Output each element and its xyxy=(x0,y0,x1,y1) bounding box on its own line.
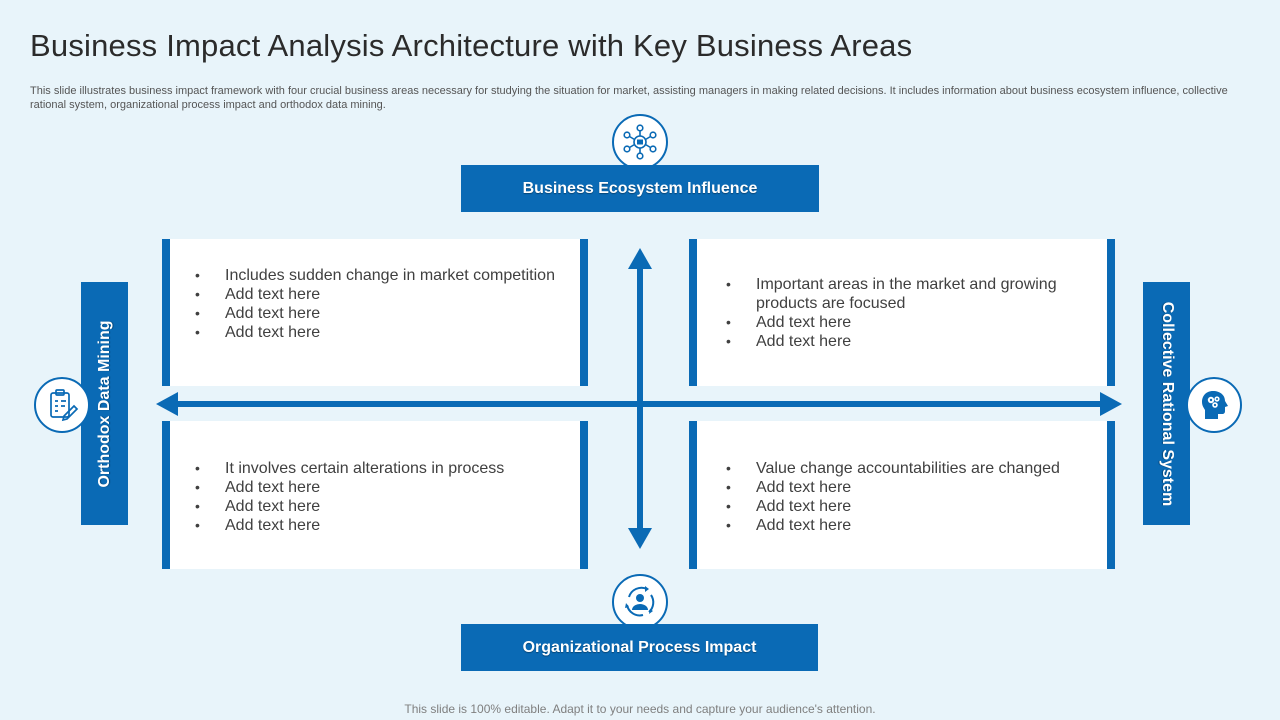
list-item: Add text here xyxy=(726,313,1071,332)
business-ecosystem-influence-label: Business Ecosystem Influence xyxy=(461,165,819,212)
top-left-list: Includes sudden change in market competi… xyxy=(195,266,575,342)
page-title: Business Impact Analysis Architecture wi… xyxy=(30,28,913,63)
collective-rational-system-label: Collective Rational System xyxy=(1143,282,1190,525)
vertical-double-arrow xyxy=(628,248,652,549)
cycle-people-icon xyxy=(612,574,668,630)
bottom-right-list: Value change accountabilities are change… xyxy=(726,459,1106,535)
list-item: Add text here xyxy=(195,478,575,497)
list-item: Add text here xyxy=(726,497,1106,516)
list-item: Includes sudden change in market competi… xyxy=(195,266,575,285)
quadrant-top-left: Includes sudden change in market competi… xyxy=(162,239,588,386)
bottom-left-list: It involves certain alterations in proce… xyxy=(195,459,575,535)
clipboard-icon xyxy=(34,377,90,433)
list-item: It involves certain alterations in proce… xyxy=(195,459,575,478)
organizational-process-impact-label: Organizational Process Impact xyxy=(461,624,818,671)
list-item: Add text here xyxy=(726,516,1106,535)
list-item: Value change accountabilities are change… xyxy=(726,459,1106,478)
quadrant-top-right: Important areas in the market and growin… xyxy=(689,239,1115,386)
page-subtitle: This slide illustrates business impact f… xyxy=(30,85,1228,111)
top-right-list: Important areas in the market and growin… xyxy=(726,275,1071,351)
list-item: Add text here xyxy=(195,323,575,342)
list-item: Important areas in the market and growin… xyxy=(726,275,1071,313)
list-item: Add text here xyxy=(195,497,575,516)
list-item: Add text here xyxy=(195,304,575,323)
list-item: Add text here xyxy=(195,516,575,535)
quadrant-bottom-left: It involves certain alterations in proce… xyxy=(162,421,588,569)
quadrant-bottom-right: Value change accountabilities are change… xyxy=(689,421,1115,569)
list-item: Add text here xyxy=(726,332,1071,351)
list-item: Add text here xyxy=(726,478,1106,497)
brain-head-icon xyxy=(1186,377,1242,433)
footer-note: This slide is 100% editable. Adapt it to… xyxy=(404,702,876,716)
list-item: Add text here xyxy=(195,285,575,304)
